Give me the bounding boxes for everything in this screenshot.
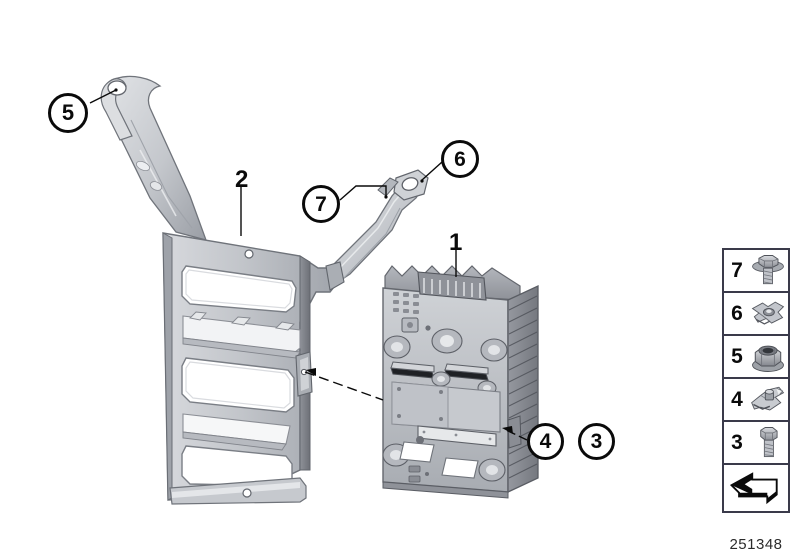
callout-6[interactable]: 6 [441, 140, 479, 178]
u-clip-with-screw-icon [748, 379, 788, 420]
flange-nut-icon [748, 336, 788, 377]
legend-item-5-number: 5 [731, 344, 743, 368]
callout-4-label: 4 [539, 430, 552, 453]
callout-1-label: 1 [449, 229, 463, 256]
callout-5-label: 5 [61, 100, 75, 125]
callout-2[interactable]: 2 [235, 168, 248, 192]
callout-7-label: 7 [315, 192, 327, 216]
callout-1[interactable]: 1 [449, 231, 462, 255]
legend-item-7-number: 7 [731, 258, 743, 282]
legend-item-6[interactable]: 6 [724, 293, 788, 336]
legend-item-6-number: 6 [731, 301, 743, 325]
view-direction-arrow-icon [724, 465, 788, 511]
callout-4[interactable]: 4 [527, 423, 564, 460]
legend-item-4[interactable]: 4 [724, 379, 788, 422]
legend-item-3-number: 3 [731, 430, 743, 454]
callout-7[interactable]: 7 [302, 185, 340, 223]
legend-item-4-number: 4 [731, 387, 743, 411]
callout-3[interactable]: 3 [578, 423, 615, 460]
legend-item-3[interactable]: 3 [724, 422, 788, 465]
hex-bolt-icon [748, 422, 788, 463]
legend-item-7[interactable]: 7 [724, 250, 788, 293]
callout-leader-lines [89, 88, 528, 441]
fastener-legend-panel: 7 [722, 248, 790, 513]
legend-item-view-arrow[interactable] [724, 465, 788, 511]
hex-bolt-with-washer-icon [748, 250, 788, 291]
mounting-bracket-assembly [100, 75, 339, 505]
small-retaining-bracket [325, 169, 429, 291]
spring-clip-nut-icon [748, 293, 788, 334]
callout-3-label: 3 [590, 430, 603, 453]
callout-5[interactable]: 5 [48, 93, 88, 133]
legend-item-5[interactable]: 5 [724, 336, 788, 379]
electronic-control-module [382, 265, 539, 499]
callout-6-label: 6 [454, 147, 466, 171]
diagram-part-number: 251348 [729, 536, 783, 553]
callout-2-label: 2 [235, 166, 249, 193]
